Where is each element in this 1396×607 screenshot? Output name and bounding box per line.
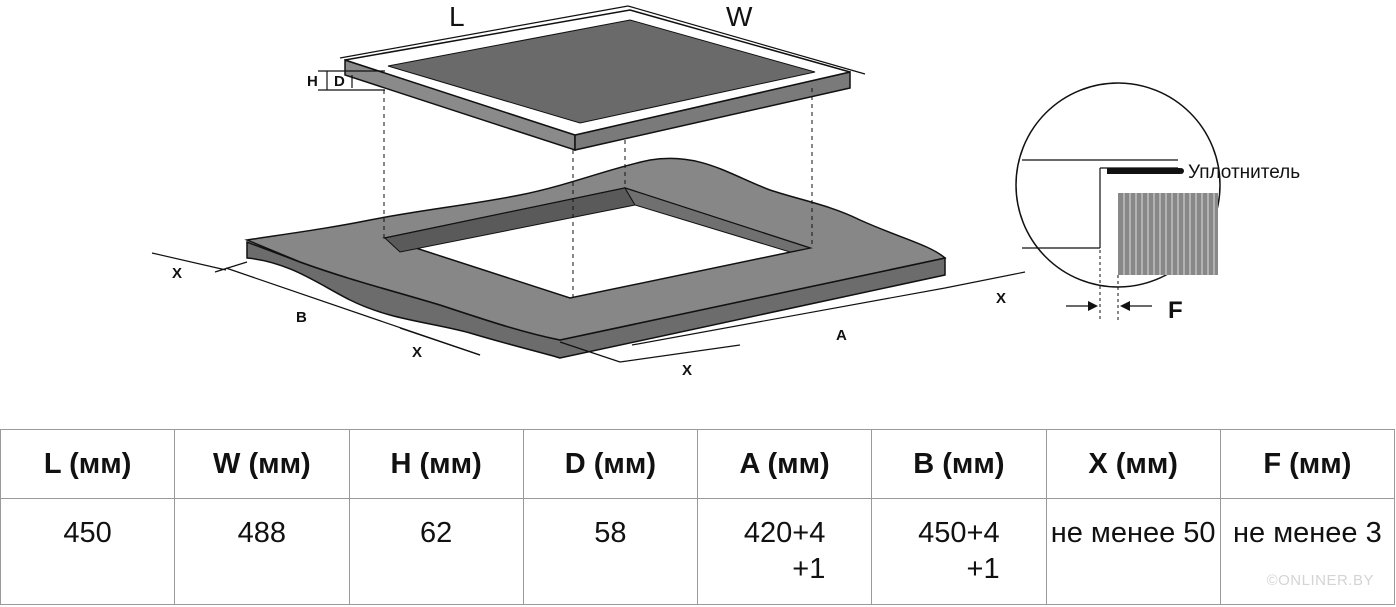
table-header-row: L (мм) W (мм) H (мм) D (мм) A (мм) B (мм… xyxy=(0,429,1396,499)
label-X-bottom: X xyxy=(682,362,692,379)
label-A: A xyxy=(836,327,847,344)
hob-glass xyxy=(387,19,816,124)
label-L: L xyxy=(449,1,465,32)
seal-strip xyxy=(1107,168,1180,174)
seal-detail xyxy=(1015,82,1221,320)
dimensions-table: L (мм) W (мм) H (мм) D (мм) A (мм) B (мм… xyxy=(0,429,1396,605)
value-X: не менее 50 xyxy=(1045,498,1221,605)
value-F: не менее 3 xyxy=(1219,498,1396,605)
label-D: D xyxy=(334,73,345,90)
header-W: W (мм) xyxy=(174,429,350,499)
value-D: 58 xyxy=(522,498,699,605)
hob xyxy=(344,9,851,152)
label-F: F xyxy=(1168,297,1183,324)
watermark: ©ONLINER.BY xyxy=(1266,572,1374,589)
value-W: 488 xyxy=(174,498,350,605)
projection-lines xyxy=(383,88,813,298)
value-H: 62 xyxy=(348,498,524,605)
value-B: 450+4 +1 xyxy=(871,498,1047,605)
header-H: H (мм) xyxy=(348,429,524,499)
label-H: H xyxy=(307,73,318,90)
countertop xyxy=(244,157,947,359)
header-X: X (мм) xyxy=(1045,429,1221,499)
label-X-left: X xyxy=(172,265,182,282)
countertop-surface xyxy=(244,157,947,341)
label-seal: Уплотнитель xyxy=(1188,162,1300,183)
label-W: W xyxy=(726,1,753,32)
value-B-main: 450+4 xyxy=(918,517,1000,549)
value-A: 420+4 +1 xyxy=(696,498,873,605)
value-A-tolerance: +1 xyxy=(792,553,826,585)
installation-diagram: L W H D X B X X A X F Уплотнитель xyxy=(151,1,1300,379)
value-B-tolerance: +1 xyxy=(966,553,1000,585)
header-B: B (мм) xyxy=(871,429,1047,499)
header-F: F (мм) xyxy=(1219,429,1396,499)
label-B: B xyxy=(296,309,307,326)
detail-countertop-hatched xyxy=(1118,193,1218,275)
label-X-right: X xyxy=(996,290,1006,307)
header-L: L (мм) xyxy=(0,429,176,499)
value-L: 450 xyxy=(0,498,176,605)
table-row: 450 488 62 58 420+4 +1 450+4 +1 не менее 5… xyxy=(0,498,1396,605)
cutout-inner-wall-right xyxy=(623,187,812,253)
label-X-bottom-left: X xyxy=(412,344,422,361)
header-A: A (мм) xyxy=(696,429,873,499)
header-D: D (мм) xyxy=(522,429,699,499)
value-A-main: 420+4 xyxy=(743,517,826,549)
dimension-lines xyxy=(151,5,1026,363)
